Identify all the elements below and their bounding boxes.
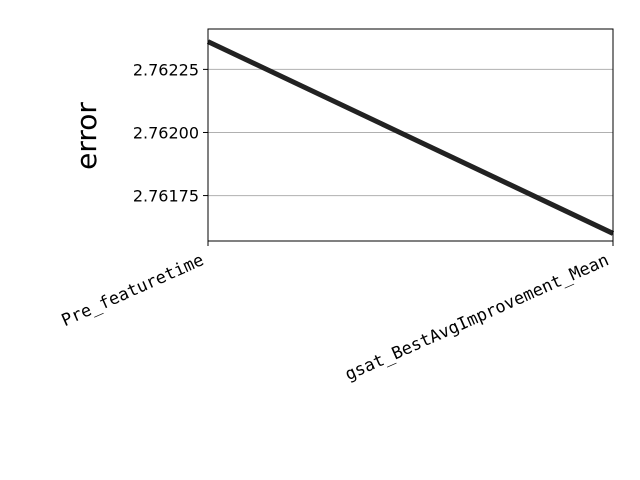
y-axis-title: error <box>70 102 103 170</box>
x-tick-label: gsat_BestAvgImprovement_Mean <box>342 250 612 385</box>
y-tick-label: 2.76175 <box>133 187 199 206</box>
x-tick-label: Pre_featuretime <box>59 250 207 331</box>
plot-frame <box>207 28 614 242</box>
y-tick-label: 2.76200 <box>133 123 199 142</box>
x-axis-ticks: Pre_featuretime gsat_BestAvgImprovement_M… <box>59 241 614 385</box>
series-layer <box>206 39 615 236</box>
gridlines <box>208 68 613 197</box>
y-axis-ticks: 2.76175 2.76200 2.76225 <box>133 60 208 206</box>
series-line <box>206 39 615 236</box>
y-tick-label: 2.76225 <box>133 60 199 79</box>
